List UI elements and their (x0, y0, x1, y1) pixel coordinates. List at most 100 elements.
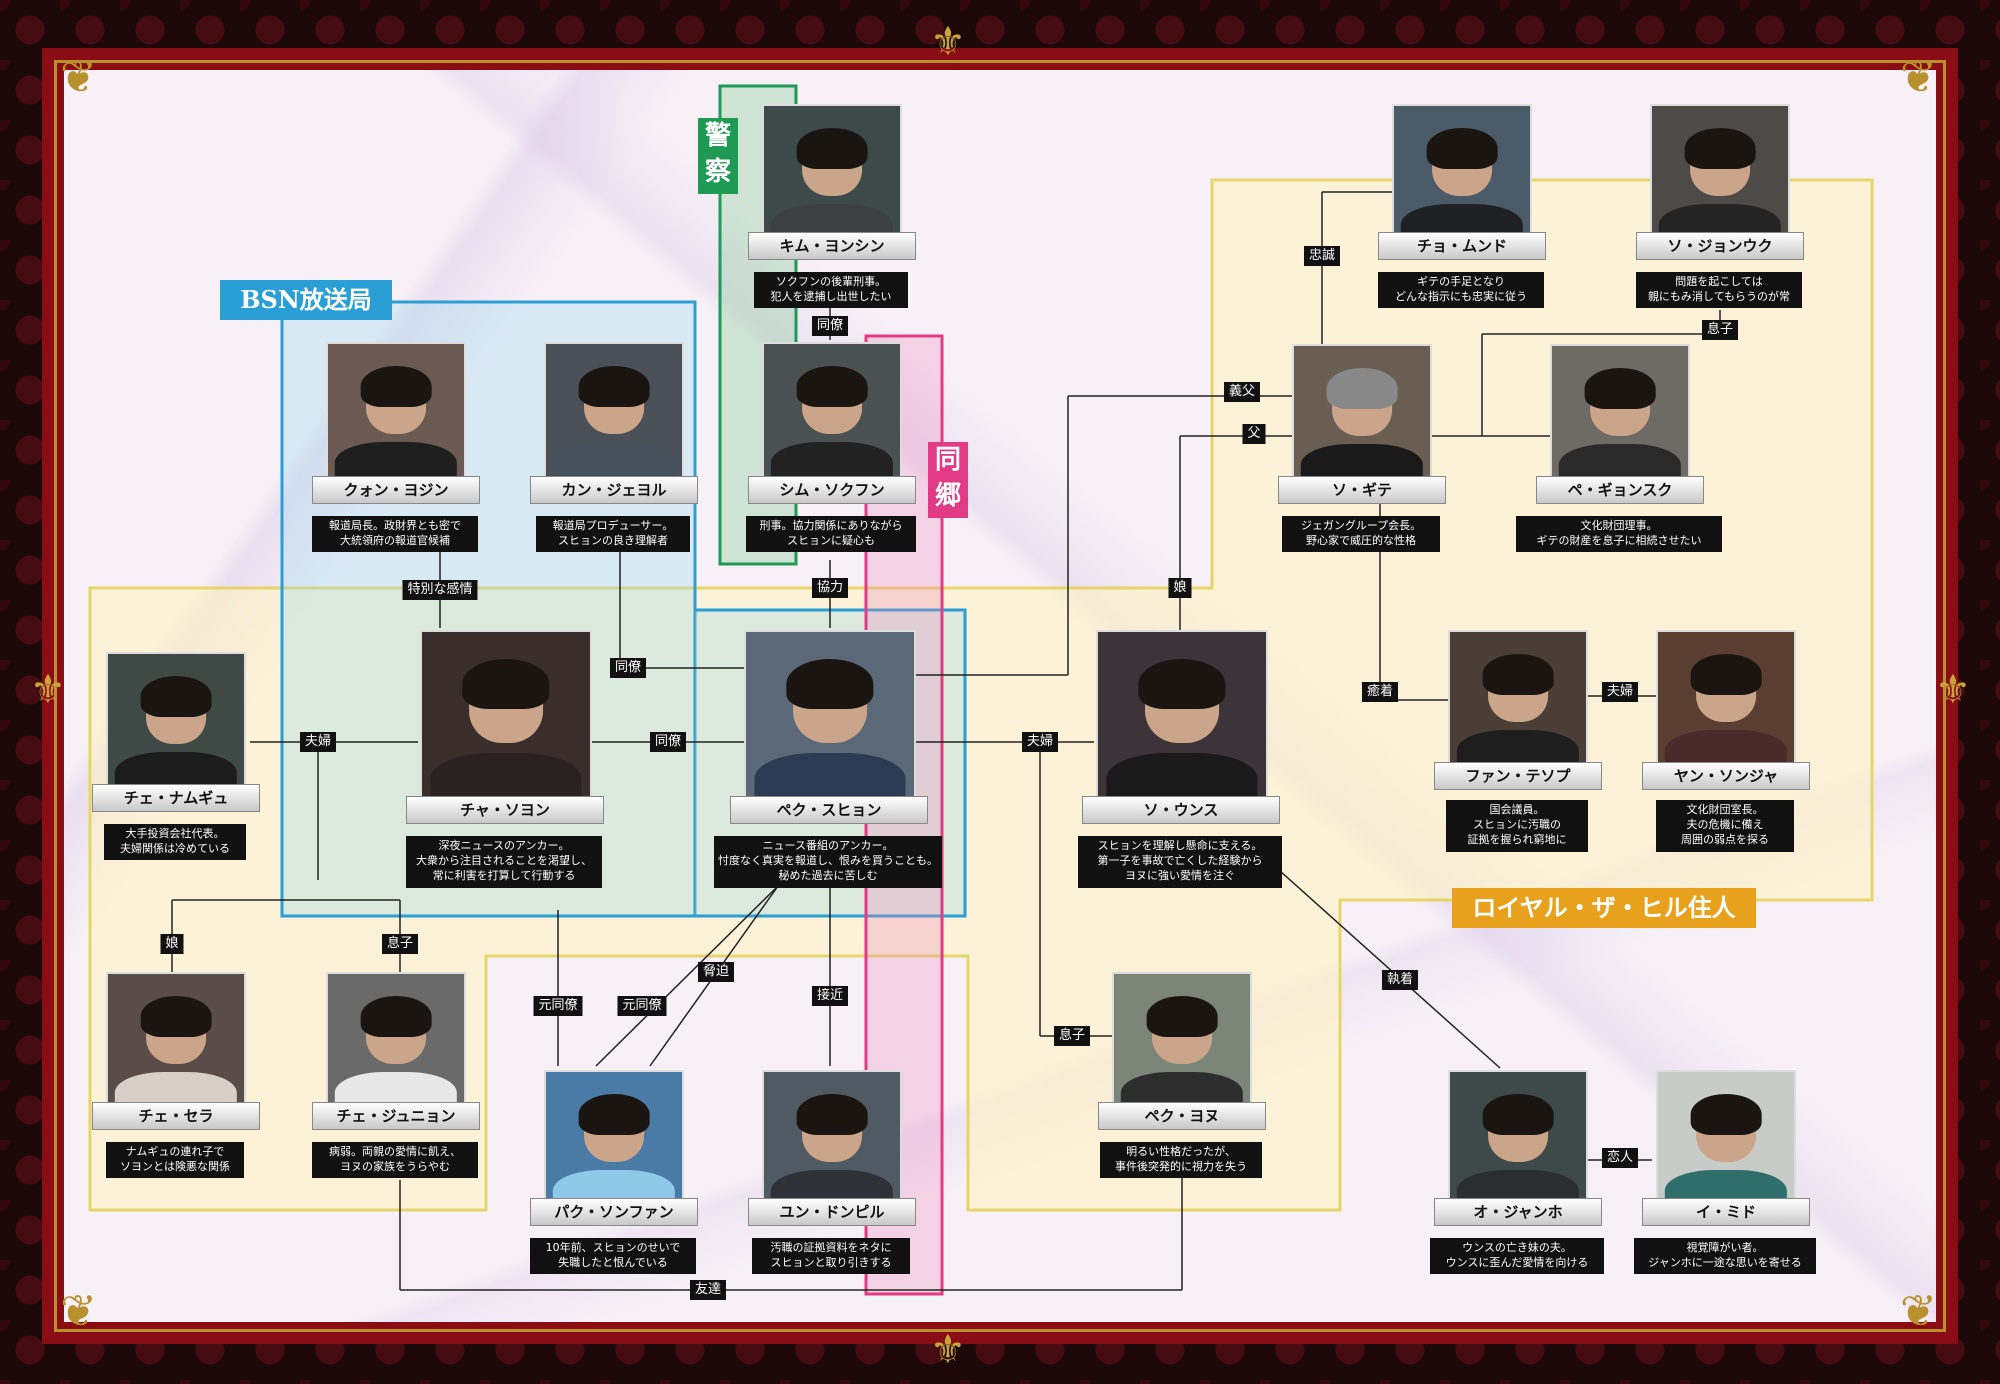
relation-label: 息子 (1701, 320, 1739, 340)
relation-label: 同僚 (649, 732, 687, 752)
name-plate: キム・ヨンシン (748, 232, 916, 260)
relation-label: 娘 (1168, 578, 1192, 598)
portrait-hwang-tesop (1448, 630, 1588, 770)
relation-label: 特別な感情 (402, 580, 478, 600)
name-plate: チェ・セラ (92, 1102, 260, 1130)
character-description: 深夜ニュースのアンカー。 大衆から注目されることを渇望し、 常に利害を打算して行… (406, 836, 602, 888)
portrait-cho-mundo (1392, 104, 1532, 244)
portrait-park-sonfan (544, 1070, 684, 1210)
character-description: ギテの手足となり どんな指示にも忠実に従う (1378, 272, 1544, 308)
character-description: 明るい性格だったが、 事件後突発的に視力を失う (1100, 1142, 1262, 1178)
portrait-bae-gyongsuk (1550, 344, 1690, 484)
relation-label: 恋人 (1601, 1148, 1639, 1168)
corner-ornament-icon: ❦ (60, 52, 97, 103)
character-description: ニュース番組のアンカー。 忖度なく真実を報道し、恨みを買うことも。 秘めた過去に… (714, 836, 942, 888)
portrait-choi-sera (106, 972, 246, 1112)
group-label-hometown: 同郷 (928, 442, 968, 518)
character-description: 問題を起こしては 親にもみ消してもらうのが常 (1636, 272, 1802, 308)
relation-label: 父 (1242, 424, 1266, 444)
name-plate: シム・ソクフン (748, 476, 916, 504)
character-description: 報道局プロデューサー。 スヒョンの良き理解者 (536, 516, 690, 552)
corner-ornament-icon: ❦ (1900, 52, 1937, 103)
name-plate: ソ・ウンス (1082, 796, 1280, 824)
relation-label: 娘 (160, 934, 184, 954)
crest-ornament-icon: ⚜ (930, 19, 966, 65)
portrait-yoon-dongpil (762, 1070, 902, 1210)
character-description: 病弱。両親の愛情に飢え、 ヨヌの家族をうらやむ (312, 1142, 478, 1178)
character-description: 大手投資会社代表。 夫婦関係は冷めている (104, 824, 246, 860)
name-plate: カン・ジェヨル (530, 476, 698, 504)
corner-ornament-icon: ❦ (1900, 1286, 1937, 1337)
character-description: 視覚障がい者。 ジャンホに一途な思いを寄せる (1634, 1238, 1816, 1274)
name-plate: ペク・ヨヌ (1098, 1102, 1266, 1130)
relation-label: 忠誠 (1303, 246, 1341, 266)
name-plate: ペ・ギョンスク (1536, 476, 1704, 504)
name-plate: チェ・ナムギュ (92, 784, 260, 812)
portrait-choi-junyon (326, 972, 466, 1112)
character-description: 汚職の証拠資料をネタに スヒョンと取り引きする (752, 1238, 910, 1274)
relation-label: 夫婦 (1021, 732, 1059, 752)
gold-border (54, 60, 1946, 1332)
portrait-yang-sonja (1656, 630, 1796, 770)
relation-label: 協力 (811, 578, 849, 598)
name-plate: イ・ミド (1642, 1198, 1810, 1226)
relation-label: 接近 (811, 986, 849, 1006)
character-description: ウンスの亡き妹の夫。 ウンスに歪んだ愛情を向ける (1430, 1238, 1604, 1274)
portrait-kwon-yojin (326, 342, 466, 482)
portrait-kang-jaeyol (544, 342, 684, 482)
relation-label: 同僚 (609, 658, 647, 678)
relation-label: 元同僚 (617, 996, 667, 1016)
portrait-kim-yongshin (762, 104, 902, 244)
relation-label: 同僚 (811, 316, 849, 336)
name-plate: オ・ジャンホ (1434, 1198, 1602, 1226)
relation-label: 夫婦 (1601, 682, 1639, 702)
name-plate: チョ・ムンド (1378, 232, 1546, 260)
fleur-de-lis-icon: ⚜ (30, 667, 66, 713)
name-plate: チェ・ジュニョン (312, 1102, 480, 1130)
relation-label: 執着 (1381, 970, 1419, 990)
relation-label: 癒着 (1361, 682, 1399, 702)
portrait-baek-suhyon (744, 630, 916, 802)
name-plate: ソ・ジョンウク (1636, 232, 1804, 260)
character-description: 文化財団理事。 ギテの財産を息子に相続させたい (1516, 516, 1722, 552)
relation-label: 義父 (1223, 382, 1261, 402)
character-description: 報道局長。政財界とも密で 大統領府の報道官候補 (312, 516, 478, 552)
group-label-broadcast: BSN放送局 (220, 280, 392, 320)
name-plate: ソ・ギテ (1278, 476, 1446, 504)
name-plate: ペク・スヒョン (730, 796, 928, 824)
portrait-so-unsu (1096, 630, 1268, 802)
character-description: ジェガングループ会長。 野心家で威圧的な性格 (1282, 516, 1440, 552)
portrait-so-gite (1292, 344, 1432, 484)
character-description: 国会議員。 スヒョンに汚職の 証拠を握られ窮地に (1446, 800, 1588, 852)
portrait-baek-yonu (1112, 972, 1252, 1112)
portrait-choi-namgyu (106, 652, 246, 792)
crest-ornament-icon: ⚜ (930, 1327, 966, 1373)
name-plate: チャ・ソヨン (406, 796, 604, 824)
relation-label: 元同僚 (533, 996, 583, 1016)
name-plate: パク・ソンファン (530, 1198, 698, 1226)
portrait-cha-soyon (420, 630, 592, 802)
name-plate: ユン・ドンピル (748, 1198, 916, 1226)
relation-label: 息子 (1053, 1026, 1091, 1046)
character-description: ソクフンの後輩刑事。 犯人を逮捕し出世したい (754, 272, 908, 308)
fleur-de-lis-icon: ⚜ (1935, 667, 1971, 713)
character-description: 文化財団室長。 夫の危機に備え 周囲の弱点を探る (1656, 800, 1794, 852)
name-plate: ヤン・ソンジャ (1642, 762, 1810, 790)
character-description: 刑事。協力関係にありながら スヒョンに疑心も (746, 516, 916, 552)
character-description: ナムギュの連れ子で ソヨンとは険悪な関係 (106, 1142, 244, 1178)
group-label-police: 警察 (698, 118, 738, 194)
portrait-shim-sokhun (762, 342, 902, 482)
relation-label: 息子 (381, 934, 419, 954)
portrait-i-mido (1656, 1070, 1796, 1210)
group-label-residents: ロイヤル・ザ・ヒル住人 (1452, 888, 1756, 928)
character-description: スヒョンを理解し懸命に支える。 第一子を事故で亡くした経験から ヨヌに強い愛情を… (1078, 836, 1282, 888)
portrait-so-jonguk (1650, 104, 1790, 244)
relation-label: 友達 (689, 1280, 727, 1300)
character-description: 10年前、スヒョンのせいで 失職したと恨んでいる (530, 1238, 696, 1274)
portrait-oh-janho (1448, 1070, 1588, 1210)
relation-label: 脅迫 (697, 962, 735, 982)
name-plate: ファン・テソプ (1434, 762, 1602, 790)
relation-label: 夫婦 (299, 732, 337, 752)
corner-ornament-icon: ❦ (60, 1286, 97, 1337)
name-plate: クォン・ヨジン (312, 476, 480, 504)
